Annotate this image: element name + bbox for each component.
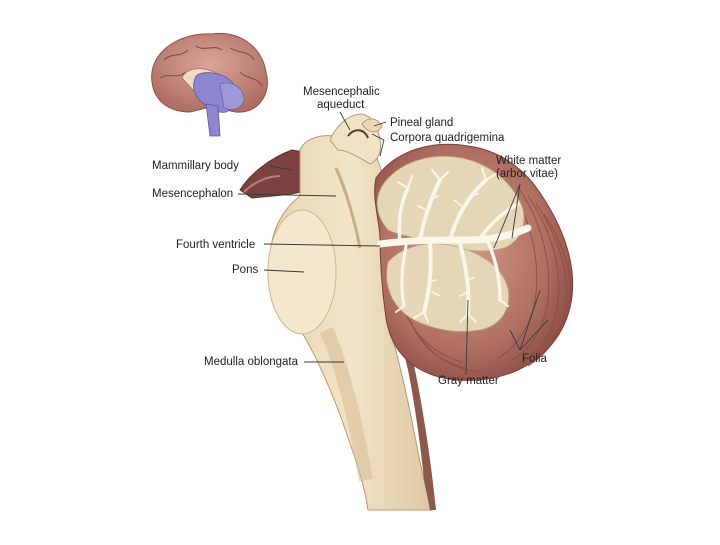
medulla-oblongata-label: Medulla oblongata [204,356,298,369]
pons-label: Pons [232,264,258,277]
pineal-gland-label: Pineal gland [390,117,453,130]
white-matter-label: White matter (arbor vitae) [496,155,561,181]
folia-label: Folia [522,353,547,366]
mesencephalic-aqueduct-line-1: Mesencephalic [303,86,380,99]
mammillary-body-label: Mammillary body [152,160,239,173]
white-matter-line-2: (arbor vitae) [496,168,561,181]
inset-brain [152,33,268,136]
corpora-quadrigemina-label: Corpora quadrigemina [390,132,504,145]
white-matter-line-1: White matter [496,155,561,168]
mesencephalon-label: Mesencephalon [152,188,233,201]
mammillary-body-shape [240,150,304,198]
mesencephalic-aqueduct-label: Mesencephalic aqueduct [303,86,380,112]
fourth-ventricle-label: Fourth ventricle [176,239,255,252]
mesencephalic-aqueduct-line-2: aqueduct [303,99,380,112]
gray-matter-label: Gray matter [438,375,499,388]
